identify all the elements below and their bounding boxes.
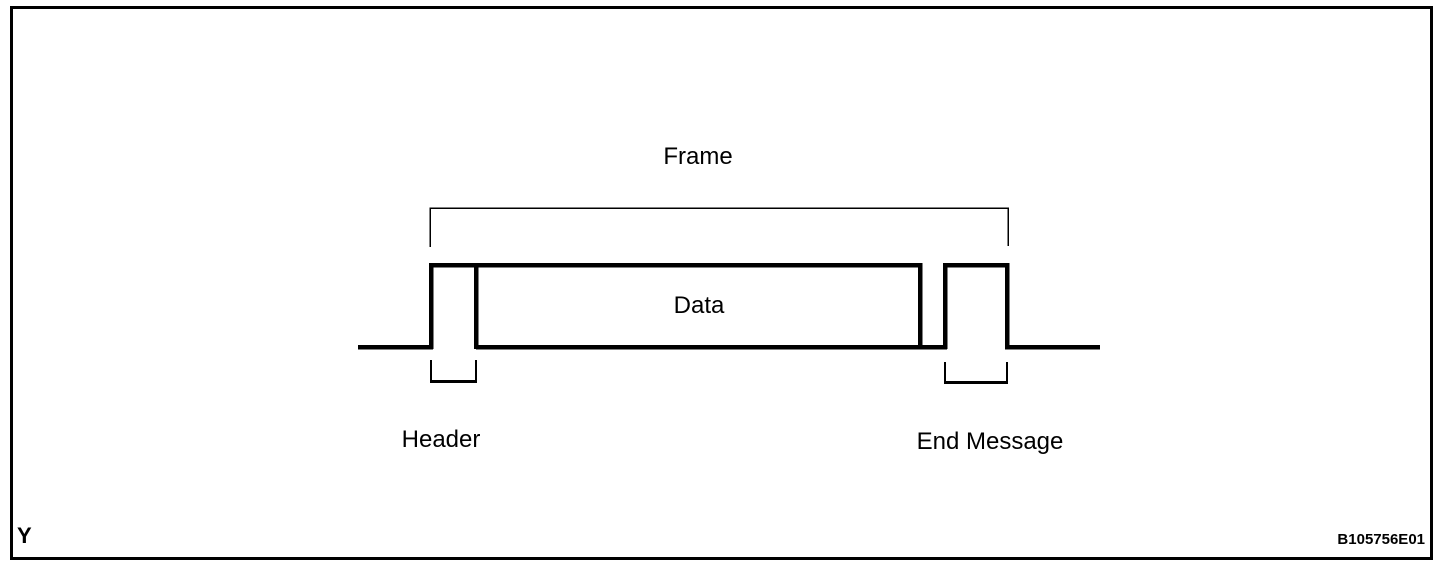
waveform-path <box>358 262 1100 350</box>
end-message-label: End Message <box>916 428 1064 455</box>
signal-waveform <box>358 262 1100 350</box>
frame-bracket-path <box>429 207 1009 247</box>
header-label: Header <box>401 426 481 453</box>
data-label: Data <box>476 265 922 347</box>
data-label-text: Data <box>673 292 725 319</box>
end-message-bracket-sides <box>943 362 1009 383</box>
header-bracket-sides <box>429 360 478 382</box>
frame-label: Frame <box>663 143 733 170</box>
frame-span-bracket <box>429 207 1009 247</box>
end-message-width-bracket <box>943 362 1009 384</box>
figure-code: B105756E01 <box>1337 531 1425 548</box>
header-width-bracket <box>429 360 478 383</box>
page-marker: Y <box>17 523 32 548</box>
figure-border <box>10 6 1433 560</box>
